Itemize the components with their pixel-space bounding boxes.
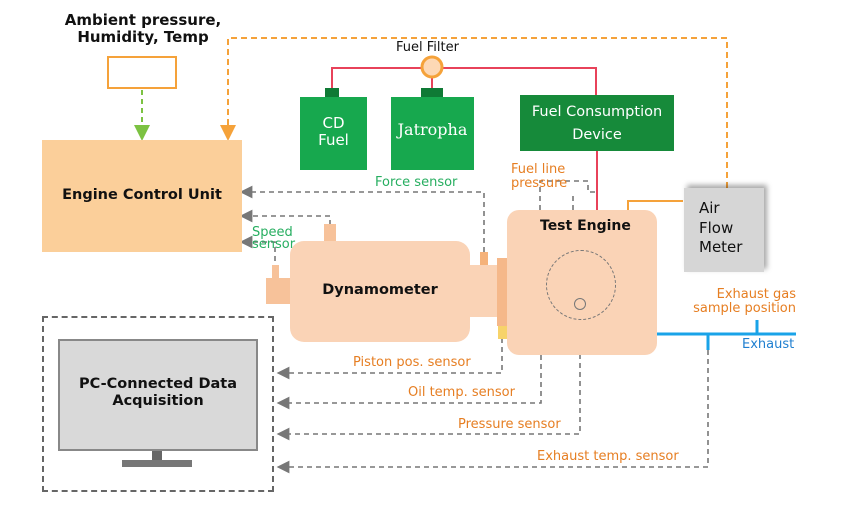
piston-icon: [574, 298, 586, 310]
force-sensor-arrow: [239, 185, 485, 252]
dynamometer-label: Dynamometer: [322, 282, 438, 298]
pressure-sensor-label: Pressure sensor: [458, 417, 561, 432]
force-sensor-nub: [480, 252, 488, 265]
fuel-line-pressure-link: [539, 180, 597, 210]
piston-pos-arrow: [276, 338, 503, 380]
cylinder-icon: [546, 250, 616, 320]
monitor-neck: [152, 451, 162, 460]
dyno-top-nub: [324, 224, 336, 242]
ecu-label: Engine Control Unit: [62, 187, 222, 203]
engine-flange: [497, 258, 509, 326]
exhaust-label: Exhaust: [742, 337, 795, 352]
cd-fuel-label: CD Fuel: [318, 114, 349, 150]
monitor-screen: [58, 339, 258, 451]
cd-fuel-tank-cap: [325, 88, 339, 98]
fuel-filter-label: Fuel Filter: [396, 40, 459, 55]
dyno-shaft-left: [266, 278, 292, 304]
air-flow-meter-label: Air Flow Meter: [699, 199, 743, 256]
fuel-line: [331, 67, 597, 98]
fuel-filter-icon: [420, 55, 444, 79]
oil-temp-arrow: [276, 355, 542, 410]
afm-to-ecu-arrow: [220, 37, 728, 188]
jatropha-tank: [391, 97, 474, 170]
piston-sensor-nub: [498, 326, 508, 339]
fuel-consumption-label: Fuel Consumption Device: [531, 104, 663, 144]
dyno-coupling: [469, 265, 499, 317]
dynamometer-body: [290, 241, 470, 342]
oil-temp-sensor-label: Oil temp. sensor: [408, 385, 515, 400]
air-flow-meter: [684, 188, 764, 272]
ambient-sensor-box: [107, 56, 177, 89]
speed-sensor-arrow-1: [239, 209, 331, 225]
speed-sensor-arrow-2: [239, 235, 276, 270]
piston-pos-sensor-label: Piston pos. sensor: [353, 355, 471, 370]
monitor-stand: [122, 460, 192, 467]
daq-label: PC-Connected Data Acquisition: [78, 376, 238, 409]
jatropha-label: Jatropha: [397, 120, 468, 139]
exhaust-temp-sensor-label: Exhaust temp. sensor: [537, 449, 679, 464]
exhaust-gas-sample-label: Exhaust gas sample position: [693, 287, 796, 316]
jatropha-tank-cap: [421, 88, 443, 98]
daq-dashed-frame: [42, 316, 274, 492]
ambient-label: Ambient pressure, Humidity, Temp: [64, 11, 222, 47]
test-engine-label: Test Engine: [540, 218, 631, 234]
fuel-consumption-device: [520, 95, 674, 151]
ecu-box: [42, 140, 242, 252]
fuel-line-pressure-label: Fuel line pressure: [511, 162, 568, 191]
speed-sensor-label: Speed sensor: [252, 225, 296, 253]
cd-fuel-tank: [300, 97, 367, 170]
afm-to-engine-line: [627, 200, 683, 212]
force-sensor-label: Force sensor: [375, 175, 458, 190]
exhaust-temp-arrow: [276, 350, 709, 474]
dyno-speed-nub: [272, 265, 279, 278]
